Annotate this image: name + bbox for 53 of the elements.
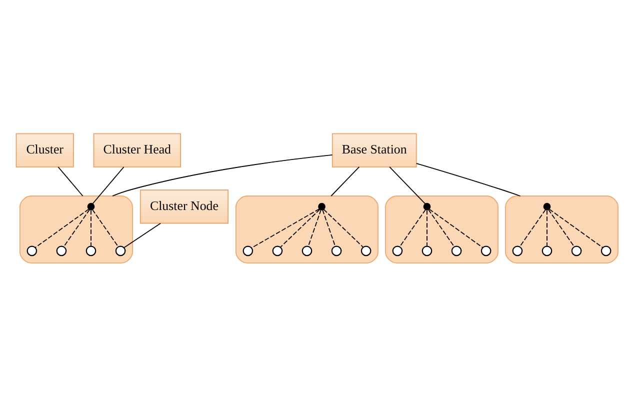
node-dot bbox=[423, 202, 431, 210]
node-dot bbox=[318, 202, 326, 210]
connector bbox=[58, 166, 84, 196]
connector bbox=[112, 154, 333, 196]
node-box: Cluster Head bbox=[93, 132, 181, 167]
connector bbox=[548, 208, 575, 247]
connector bbox=[546, 209, 548, 246]
node-circle bbox=[242, 245, 254, 256]
connector bbox=[280, 208, 320, 247]
connector bbox=[428, 208, 484, 248]
node-circle bbox=[86, 245, 96, 256]
connector bbox=[426, 209, 428, 246]
node-circle bbox=[542, 245, 552, 256]
node-box: Cluster Node bbox=[140, 189, 229, 224]
node-dot bbox=[87, 202, 95, 210]
connector bbox=[416, 162, 521, 196]
node-circle bbox=[422, 245, 432, 256]
node-circle bbox=[272, 245, 283, 256]
node-circle bbox=[26, 245, 38, 256]
node-circle bbox=[302, 245, 312, 256]
connector bbox=[323, 208, 364, 247]
cluster bbox=[505, 195, 619, 263]
node-dot bbox=[543, 202, 551, 210]
node-circle bbox=[115, 245, 126, 256]
connector bbox=[63, 208, 90, 247]
connector bbox=[330, 166, 360, 196]
connector bbox=[251, 208, 320, 248]
node-circle bbox=[392, 245, 403, 256]
connector bbox=[308, 208, 322, 246]
connector bbox=[322, 208, 336, 246]
node-circle bbox=[451, 245, 462, 256]
node-circle bbox=[480, 245, 492, 256]
node-circle bbox=[600, 245, 612, 256]
node-box: Base Station bbox=[332, 132, 417, 167]
connector bbox=[389, 166, 426, 204]
connector bbox=[92, 208, 119, 247]
connector bbox=[90, 209, 92, 246]
connector bbox=[548, 208, 604, 248]
connector bbox=[34, 208, 90, 248]
connector bbox=[92, 166, 124, 204]
cluster bbox=[235, 195, 379, 263]
node-circle bbox=[360, 245, 372, 256]
connector bbox=[519, 208, 546, 247]
cluster bbox=[19, 195, 133, 263]
node-box: Cluster bbox=[16, 132, 74, 167]
node-circle bbox=[512, 245, 523, 256]
cluster bbox=[385, 195, 499, 263]
node-circle bbox=[571, 245, 582, 256]
node-circle bbox=[331, 245, 342, 256]
connector bbox=[428, 208, 455, 247]
node-circle bbox=[56, 245, 67, 256]
connector bbox=[399, 208, 426, 247]
connector bbox=[124, 222, 161, 248]
